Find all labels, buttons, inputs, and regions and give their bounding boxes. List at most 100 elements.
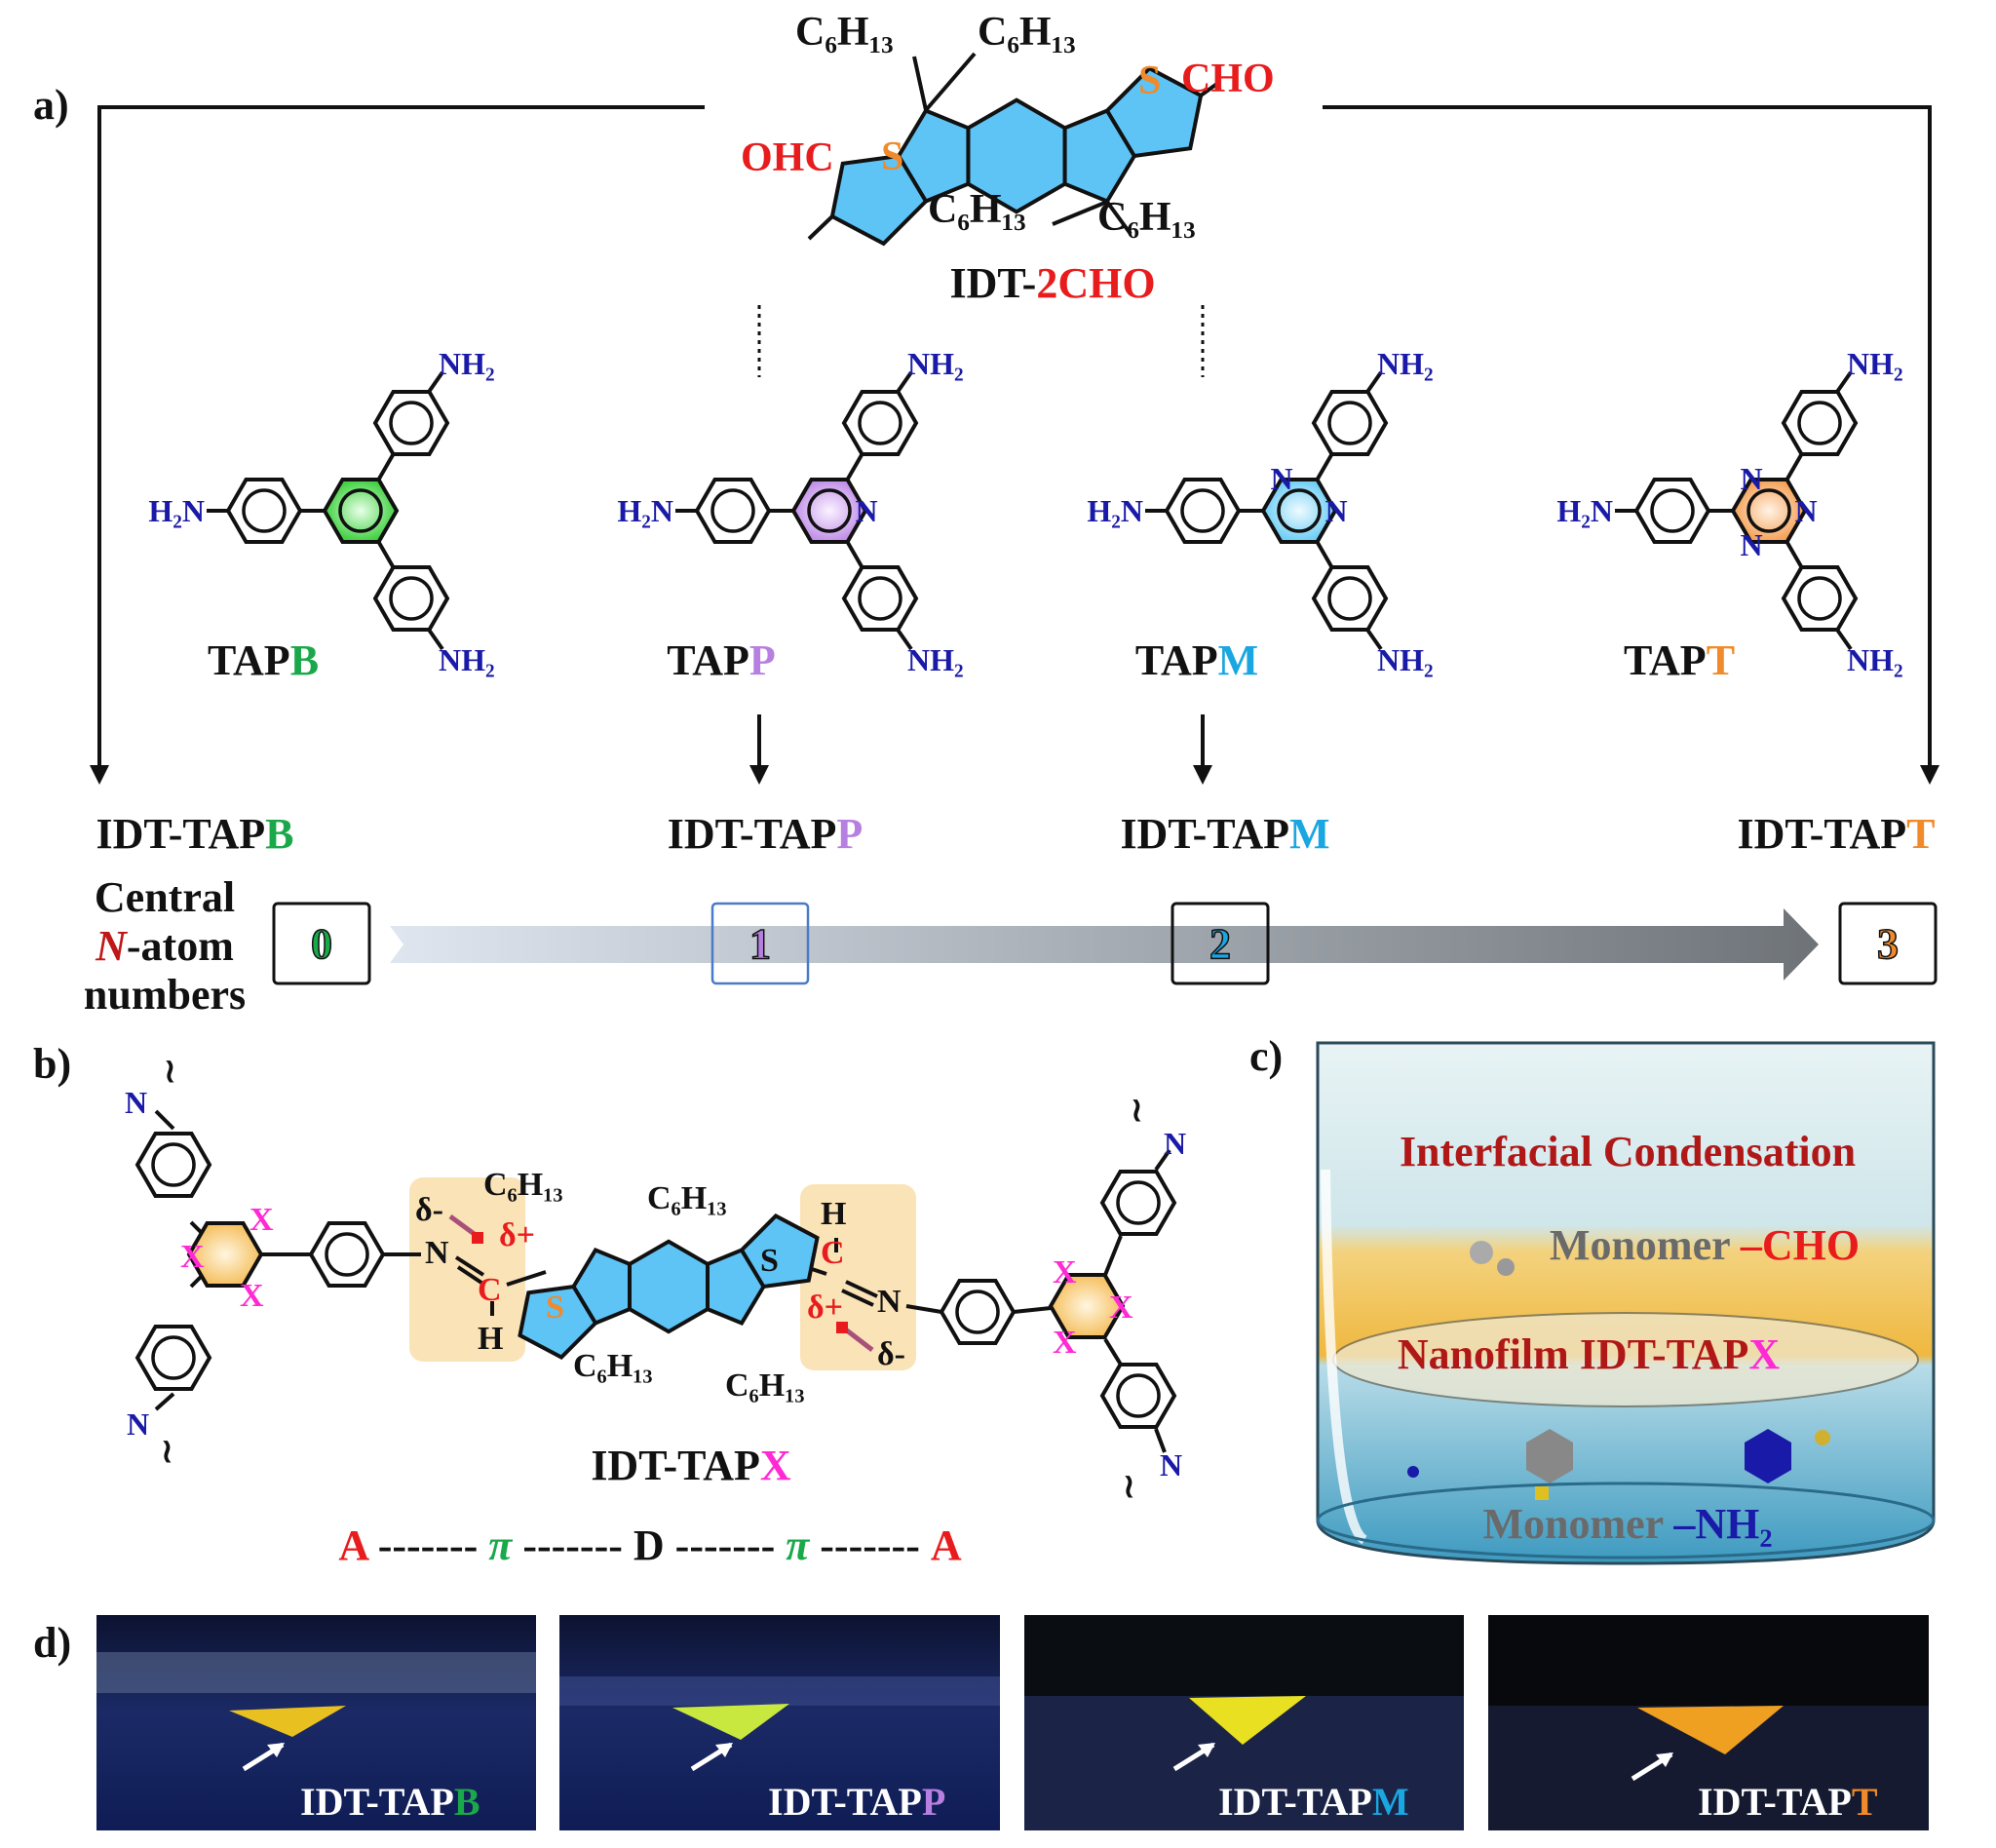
x-label: X — [1053, 1325, 1077, 1361]
photo-idt-tapb: IDT-TAPB — [96, 1615, 536, 1830]
amine-label: H₂N — [1087, 493, 1143, 528]
x-label: X — [1053, 1254, 1077, 1290]
panel-label-d: d) — [33, 1619, 71, 1667]
imine-n-label: N — [877, 1284, 902, 1320]
alkyl-label: C₆H₁₃ — [647, 1180, 727, 1216]
amine-label: NH₂ — [439, 642, 495, 677]
scale-label-line2: N-atom — [95, 922, 234, 970]
monomer-label-tapm: TAPM — [1135, 636, 1258, 684]
ring-nitrogen-label: N — [1324, 493, 1347, 528]
imine-c-label: C — [478, 1272, 502, 1308]
panel-label-c: c) — [1249, 1032, 1283, 1080]
n-count-box — [1838, 902, 1938, 985]
amine-label: H₂N — [617, 493, 673, 528]
beaker-title: Interfacial Condensation — [1400, 1128, 1856, 1175]
n-count-box — [710, 902, 810, 985]
x-label: X — [180, 1239, 205, 1275]
nitrogen-label: N — [127, 1406, 149, 1442]
product-label-idt-tapt: IDT-TAPT — [1738, 810, 1936, 858]
beaker-illustration: Interfacial Condensation Monomer –CHO Na… — [1316, 1041, 1936, 1565]
partial-charge-label: δ+ — [807, 1290, 843, 1326]
ohc-label: OHC — [741, 135, 834, 180]
photo-label: IDT-TAPP — [768, 1780, 945, 1824]
monomer-tapp: N H₂N NH₂ NH₂ — [617, 346, 963, 677]
n-atom-scale: Central N-atom numbers 0 1 2 3 — [84, 873, 1938, 1019]
imine-c-label: C — [821, 1235, 845, 1271]
alkyl-label: C₆H₁₃ — [928, 187, 1026, 232]
ring-nitrogen-label: N — [855, 493, 877, 528]
photo-idt-tapm: IDT-TAPM — [1024, 1615, 1464, 1830]
amine-label: NH₂ — [1847, 642, 1903, 677]
wavy-bond-icon: ≀ — [164, 1054, 176, 1090]
partial-charge-label: δ- — [877, 1336, 905, 1372]
ring-nitrogen-label: N — [1270, 461, 1292, 496]
ring-nitrogen-label: N — [1794, 493, 1817, 528]
partial-charge-label: δ+ — [499, 1217, 535, 1253]
alkyl-label: C₆H₁₃ — [978, 10, 1076, 55]
amine-label: NH₂ — [439, 346, 495, 381]
n-count-0: 0 — [311, 920, 332, 968]
wavy-bond-icon: ≀ — [1123, 1469, 1135, 1505]
nitrogen-label: N — [1160, 1447, 1182, 1482]
ring-nitrogen-label: N — [1740, 461, 1762, 496]
n-count-2: 2 — [1209, 920, 1231, 968]
monomer-label-tapt: TAPT — [1624, 636, 1735, 684]
sulfur-label: S — [1138, 58, 1161, 103]
monomer-label-tapp: TAPP — [667, 636, 776, 684]
amine-label: NH₂ — [1847, 346, 1903, 381]
x-label: X — [250, 1202, 274, 1238]
scale-label-line3: numbers — [84, 971, 246, 1019]
product-label-idt-tapm: IDT-TAPM — [1120, 810, 1329, 858]
product-label-idt-tapb: IDT-TAPB — [96, 810, 294, 858]
molecule-models — [1407, 1241, 1830, 1500]
nanofilm-label: Nanofilm IDT-TAPX — [1398, 1330, 1781, 1378]
monomer-cho-label: Monomer –CHO — [1550, 1221, 1860, 1269]
imine-n-label: N — [425, 1235, 449, 1271]
sulfur-label: S — [546, 1290, 564, 1326]
panel-label-b: b) — [33, 1040, 71, 1088]
x-label: X — [240, 1278, 264, 1314]
idt-tapx-label: IDT-TAPX — [591, 1442, 791, 1489]
n-count-1: 1 — [749, 920, 771, 968]
reaction-bracket-lines — [90, 105, 1939, 785]
alkyl-label: C₆H₁₃ — [573, 1348, 653, 1384]
alkyl-label: C₆H₁₃ — [1097, 195, 1196, 240]
sulfur-label: S — [760, 1243, 779, 1279]
scale-label-line1: Central — [95, 873, 235, 921]
idt-2cho-label: IDT-2CHO — [949, 259, 1155, 307]
amine-label: NH₂ — [907, 346, 964, 381]
photo-idt-tapt: IDT-TAPT — [1488, 1615, 1929, 1830]
increasing-arrow — [390, 908, 1819, 981]
alkyl-label: C₆H₁₃ — [483, 1167, 563, 1203]
cho-label: CHO — [1181, 57, 1275, 101]
partial-charge-label: δ- — [415, 1192, 443, 1228]
sulfur-label: S — [881, 135, 903, 179]
n-count-box — [272, 902, 371, 985]
n-count-box — [1171, 902, 1270, 985]
nitrogen-label: N — [125, 1085, 147, 1120]
idt-tapx-structure: X X X X X X N N N N ≀ ≀ ≀ ≀ N C H δ- δ+ … — [125, 1054, 1186, 1569]
photo-label: IDT-TAPB — [300, 1780, 480, 1824]
photo-label: IDT-TAPT — [1698, 1780, 1878, 1824]
arrow-down-icon — [749, 765, 769, 785]
photo-label: IDT-TAPM — [1218, 1780, 1409, 1824]
idt-2cho-structure: C₆H₁₃ C₆H₁₃ C₆H₁₃ C₆H₁₃ OHC CHO S S IDT-… — [741, 10, 1275, 307]
donor-acceptor-scheme: A ------- π ------- D ------- π ------- … — [338, 1521, 962, 1569]
amine-label: H₂N — [148, 493, 205, 528]
arrow-down-icon — [1920, 765, 1939, 785]
imine-h-label: H — [821, 1196, 846, 1232]
n-count-3: 3 — [1877, 920, 1899, 968]
product-label-idt-tapp: IDT-TAPP — [668, 810, 863, 858]
photo-idt-tapp: IDT-TAPP — [559, 1615, 1000, 1830]
x-label: X — [1109, 1290, 1133, 1326]
monomer-tapb: H₂N NH₂ NH₂ — [148, 346, 494, 677]
amine-label: NH₂ — [907, 642, 964, 677]
amine-label: NH₂ — [1377, 642, 1434, 677]
monomer-nh2-label: Monomer –NH₂ — [1482, 1500, 1772, 1548]
panel-label-a: a) — [33, 81, 69, 129]
imine-h-label: H — [478, 1321, 503, 1357]
alkyl-label: C₆H₁₃ — [725, 1367, 805, 1404]
monomer-tapt: N N N H₂N NH₂ NH₂ — [1556, 346, 1902, 677]
monomer-label-tapb: TAPB — [208, 636, 319, 684]
